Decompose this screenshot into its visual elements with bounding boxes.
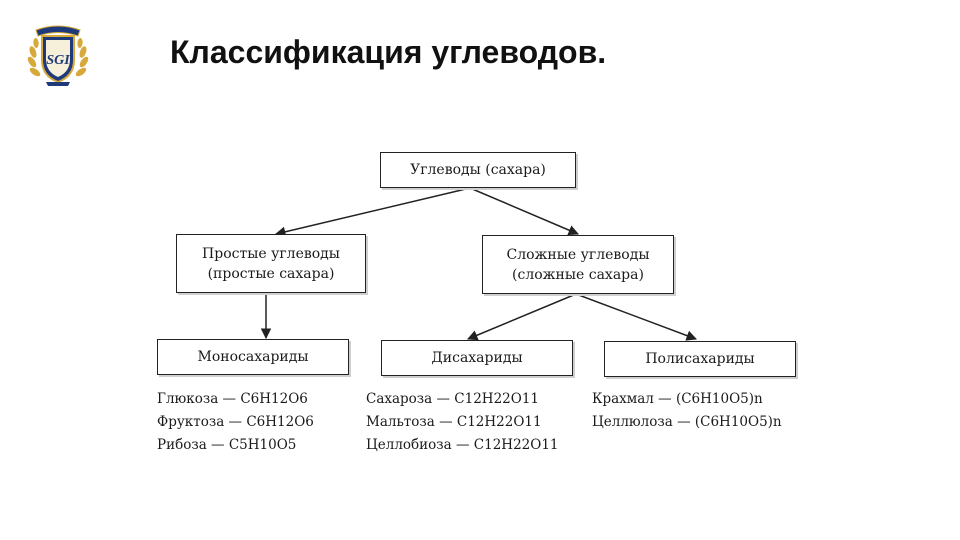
node-complex-line2: (сложные сахара) — [512, 266, 644, 283]
institution-logo-icon: SGI — [27, 25, 89, 86]
arrow-root-to-simple — [274, 187, 471, 237]
laurel-right-icon — [75, 38, 89, 77]
poly-examples-list: Крахмал — (C6H10O5)n Целлюлоза — (C6H10O… — [592, 388, 782, 434]
mono-example-item: Глюкоза — C6H12O6 — [157, 391, 308, 407]
di-example-item: Целлобиоза — C12H22O11 — [366, 437, 559, 453]
di-example-item: Мальтоза — C12H22O11 — [366, 414, 542, 430]
node-mono-label: Моносахариды — [197, 349, 309, 365]
mono-examples-list: Глюкоза — C6H12O6 Фруктоза — C6H12O6 Риб… — [157, 388, 314, 457]
arrow-complex-to-di — [467, 293, 577, 341]
arrow-root-to-complex — [469, 187, 579, 236]
diagram-connectors — [260, 187, 697, 341]
arrow-complex-to-poly — [575, 293, 697, 341]
node-di-label: Дисахариды — [431, 350, 523, 366]
node-simple-line2: (простые сахара) — [207, 265, 335, 282]
node-simple-carbohydrates: Простые углеводы (простые сахара) — [176, 234, 366, 293]
node-complex-line1: Сложные углеводы — [506, 246, 650, 263]
node-disaccharides: Дисахариды — [381, 340, 573, 376]
ribbon-icon — [35, 25, 81, 37]
poly-example-item: Целлюлоза — (C6H10O5)n — [592, 414, 782, 430]
node-carbohydrates-label: Углеводы (сахара) — [410, 162, 546, 178]
di-example-item: Сахароза — C12H22O11 — [366, 391, 540, 407]
node-poly-label: Полисахариды — [645, 351, 755, 367]
node-carbohydrates: Углеводы (сахара) — [380, 152, 576, 188]
node-complex-carbohydrates: Сложные углеводы (сложные сахара) — [482, 235, 674, 294]
mono-example-item: Рибоза — C5H10O5 — [157, 437, 297, 453]
node-monosaccharides: Моносахариды — [157, 339, 349, 375]
carbohydrate-classification-diagram: Углеводы (сахара) Простые углеводы (прос… — [148, 146, 828, 476]
poly-example-item: Крахмал — (C6H10O5)n — [592, 391, 763, 407]
laurel-left-icon — [27, 38, 41, 77]
mono-example-item: Фруктоза — C6H12O6 — [157, 414, 314, 430]
page-title: Классификация углеводов. — [170, 34, 607, 70]
node-polysaccharides: Полисахариды — [604, 341, 796, 377]
logo-initials: SGI — [46, 53, 70, 68]
di-examples-list: Сахароза — C12H22O11 Мальтоза — C12H22O1… — [366, 388, 559, 457]
node-simple-line1: Простые углеводы — [202, 245, 340, 262]
